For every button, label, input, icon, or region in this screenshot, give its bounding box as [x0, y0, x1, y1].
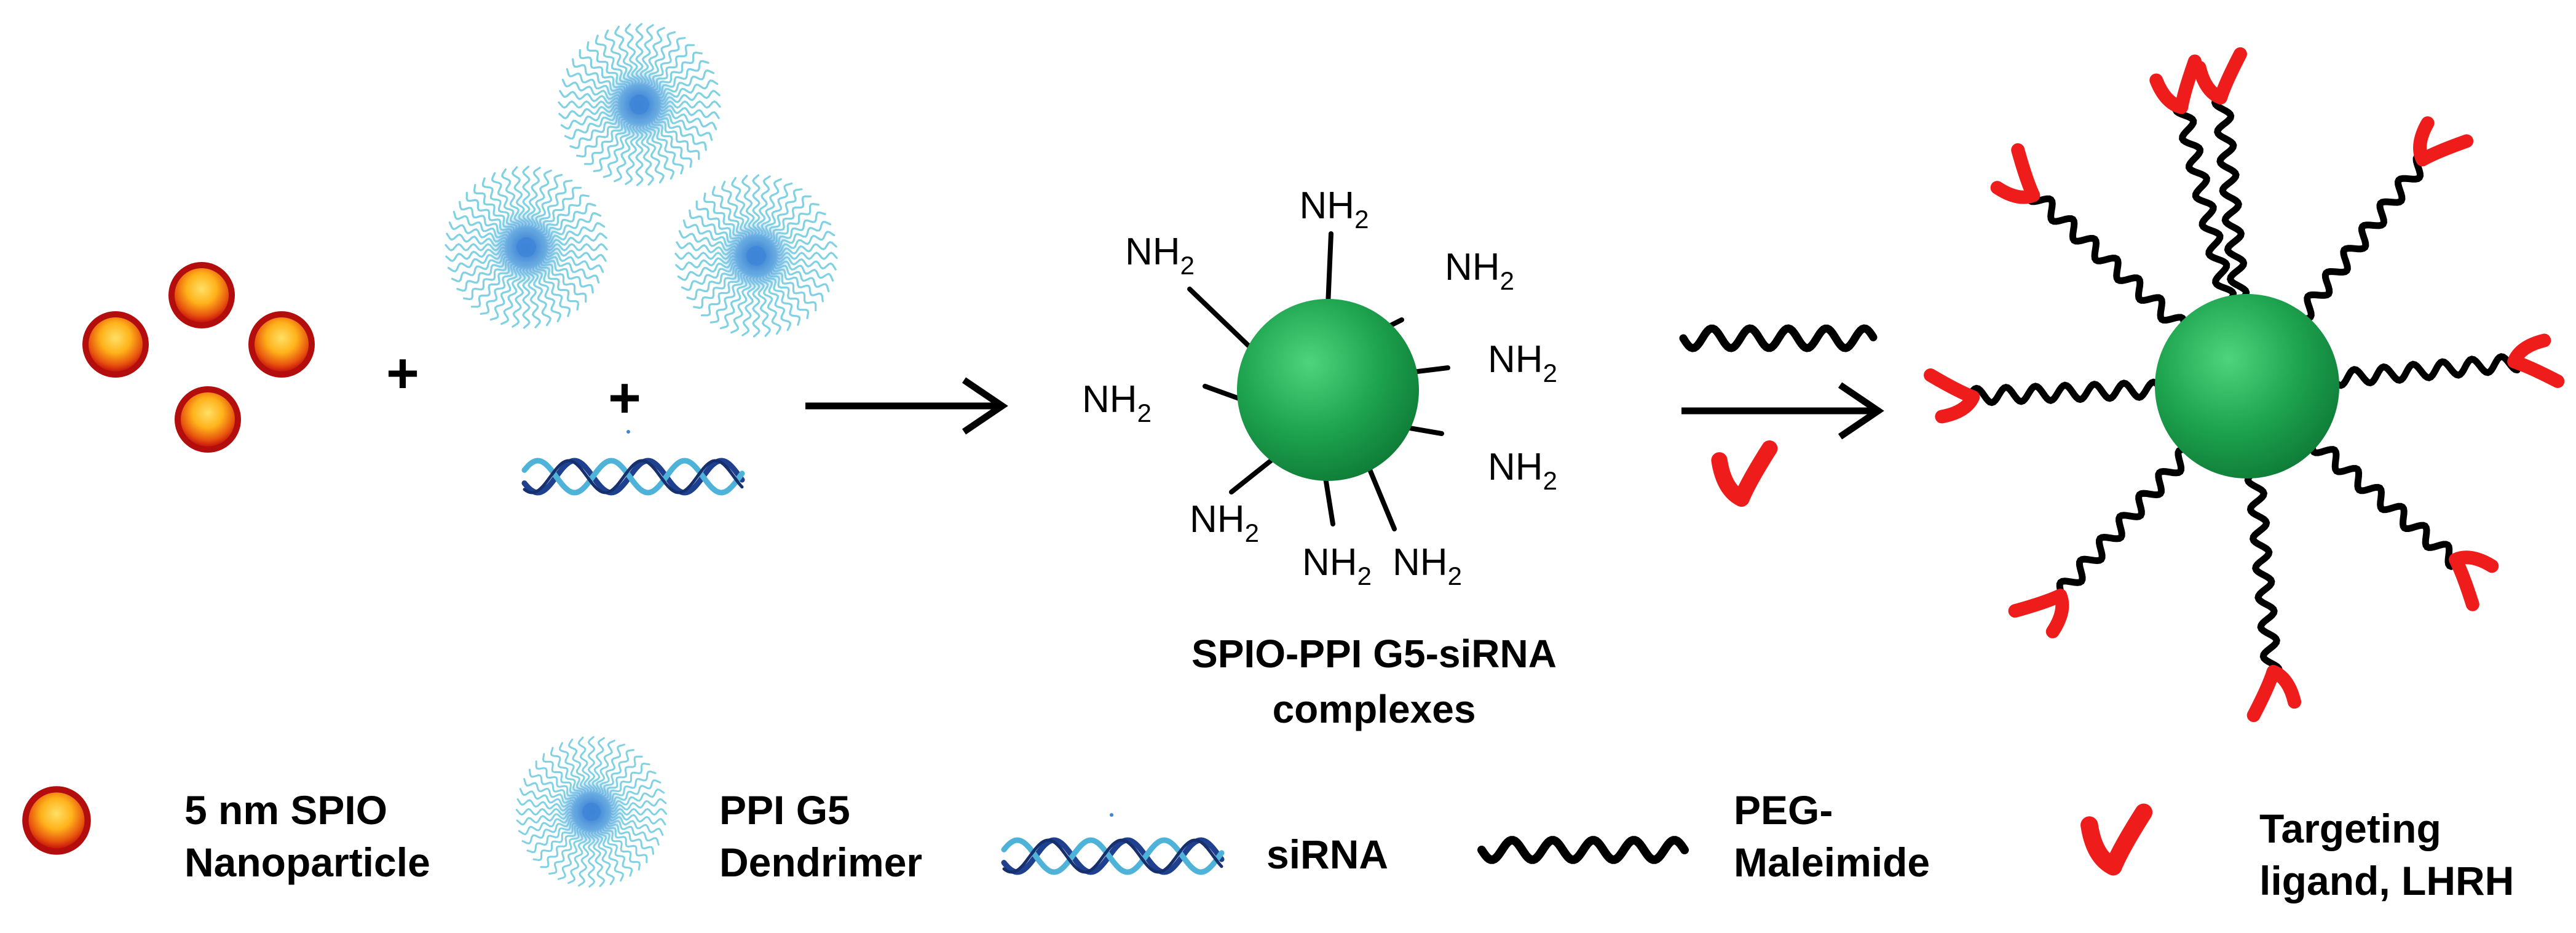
plus-sign: +: [386, 342, 419, 405]
dendrimer: [558, 23, 721, 186]
amine-label: NH2: [1393, 541, 1462, 590]
dendrimer-cluster: [444, 23, 838, 338]
complex-label-line1: SPIO-PPI G5-siRNA: [1191, 632, 1557, 676]
targeted-nanoparticle: [1924, 47, 2565, 723]
reaction-arrow: [1681, 382, 1884, 440]
legend-peg-icon: [1477, 836, 1689, 864]
peg-arm: [2309, 438, 2455, 570]
amine-bond: [1409, 365, 1450, 375]
ligand-tip: [2192, 47, 2247, 105]
spio-nanoparticle: [82, 311, 149, 378]
spio-nanoparticle: [248, 311, 315, 378]
amine-bond: [1365, 462, 1397, 531]
legend-ligand-line1: Targeting: [2259, 806, 2441, 851]
spio-nanoparticle: [168, 262, 235, 328]
legend-sirna-label: siRNA: [1266, 832, 1388, 877]
ligand-tip: [1990, 143, 2041, 204]
ligand-tip: [2149, 54, 2202, 114]
amine-bond: [1187, 287, 1256, 353]
legend-ligand-line2: ligand, LHRH: [2259, 858, 2514, 903]
spio-nanoparticle: [175, 386, 241, 453]
legend-spio-icon: [22, 786, 91, 855]
ligand-tip: [2507, 333, 2565, 388]
ligand-tip: [2008, 589, 2069, 638]
peg-arm: [2172, 102, 2237, 306]
ligand-tip: [1924, 368, 1980, 424]
legend-peg-line1: PEG-: [1734, 787, 1833, 833]
dendrimer: [674, 174, 838, 338]
amine-label: NH2: [1300, 185, 1369, 234]
legend: 5 nm SPIO Nanoparticle PPI G5 Dendrimer …: [22, 736, 2514, 903]
amine-label: NH2: [1445, 246, 1514, 295]
amine-bond: [1322, 472, 1335, 526]
complex-label-line2: complexes: [1273, 687, 1476, 731]
peg-arm: [2056, 446, 2193, 603]
amine-label: NH2: [1082, 378, 1152, 427]
legend-peg-line2: Maleimide: [1734, 840, 1930, 885]
amine-bond: [1203, 384, 1246, 403]
plus-sign: +: [608, 367, 641, 429]
amine-bond: [1326, 231, 1333, 308]
ligand-tip: [2449, 550, 2499, 611]
legend-spio-line1: 5 nm SPIO: [184, 787, 387, 833]
amine-label: NH2: [1302, 541, 1372, 590]
legend-dendrimer-icon: [515, 736, 668, 888]
ligand-mark: [1720, 448, 1770, 499]
legend-ligand-icon: [2089, 812, 2143, 867]
spio-cluster: [82, 262, 315, 453]
legend-dendrimer-line2: Dendrimer: [719, 840, 922, 885]
peg-arm: [1967, 378, 2165, 407]
amine-label: NH2: [1488, 446, 1557, 495]
dot-mark: [1110, 813, 1113, 817]
legend-sirna-icon: [1004, 840, 1222, 872]
dot-mark: [626, 430, 630, 434]
peg-arm: [2025, 193, 2187, 332]
reaction-arrow: [805, 377, 1008, 435]
legend-dendrimer-line1: PPI G5: [719, 787, 850, 833]
amine-bond: [1229, 454, 1278, 494]
peg-arm: [2296, 151, 2425, 322]
sirna-helix: [524, 461, 742, 493]
peg-strand: [1679, 324, 1878, 352]
targeted-core: [2155, 294, 2339, 478]
peg-arm: [2244, 469, 2283, 677]
peg-arm: [2211, 93, 2250, 304]
peg-arm: [2329, 353, 2521, 389]
ligand-tip: [2413, 116, 2474, 167]
amine-label: NH2: [1190, 498, 1259, 547]
amine-label: NH2: [1125, 231, 1195, 280]
ligand-tip: [2246, 665, 2302, 723]
complex-core: [1237, 299, 1419, 481]
dendrimer: [444, 165, 608, 329]
amine-label: NH2: [1488, 338, 1557, 387]
legend-spio-line2: Nanoparticle: [184, 840, 430, 885]
